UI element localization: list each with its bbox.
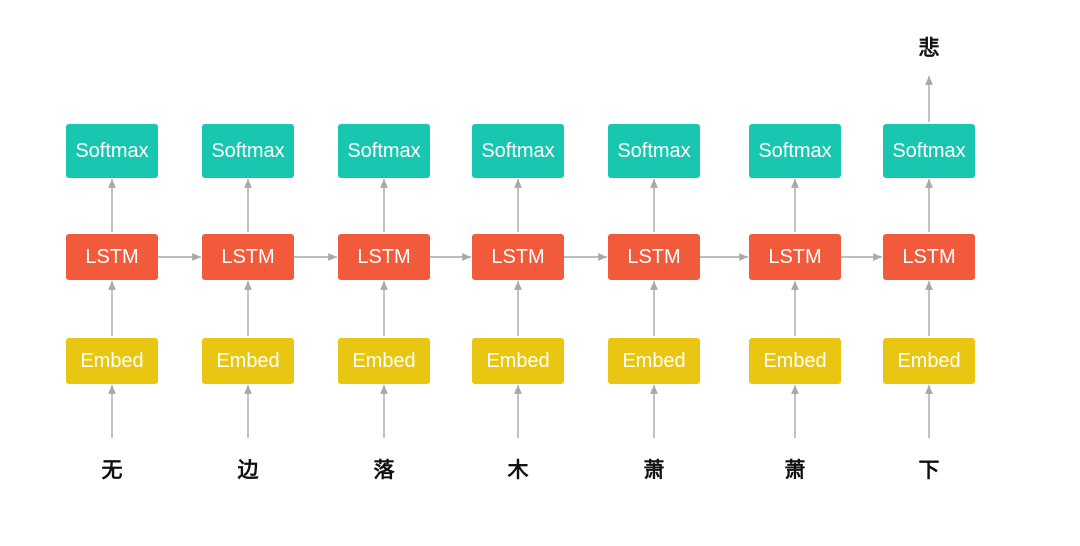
lstm-box	[202, 234, 294, 280]
time-steps: SoftmaxLSTMEmbed无SoftmaxLSTMEmbed边Softma…	[66, 124, 975, 482]
embed-label: Embed	[622, 350, 685, 372]
input-char: 下	[919, 458, 940, 482]
softmax-box	[202, 124, 294, 178]
lstm-label: LSTM	[768, 246, 821, 268]
embed-box	[608, 338, 700, 384]
lstm-label: LSTM	[357, 246, 410, 268]
embed-box	[883, 338, 975, 384]
input-char: 边	[238, 458, 260, 482]
lstm-box	[883, 234, 975, 280]
embed-label: Embed	[486, 350, 549, 372]
embed-box	[202, 338, 294, 384]
softmax-box	[749, 124, 841, 178]
lstm-label: LSTM	[627, 246, 680, 268]
lstm-label: LSTM	[491, 246, 544, 268]
embed-label: Embed	[216, 350, 279, 372]
softmax-label: Softmax	[758, 140, 831, 162]
lstm-box	[749, 234, 841, 280]
embed-label: Embed	[897, 350, 960, 372]
softmax-box	[608, 124, 700, 178]
embed-label: Embed	[763, 350, 826, 372]
softmax-label: Softmax	[347, 140, 420, 162]
embed-label: Embed	[80, 350, 143, 372]
lstm-box	[608, 234, 700, 280]
softmax-box	[66, 124, 158, 178]
lstm-box	[472, 234, 564, 280]
input-char: 落	[374, 458, 396, 482]
input-char: 萧	[644, 458, 665, 482]
embed-box	[749, 338, 841, 384]
softmax-label: Softmax	[75, 140, 148, 162]
softmax-box	[472, 124, 564, 178]
lstm-box	[338, 234, 430, 280]
output-char: 悲	[919, 36, 940, 60]
softmax-label: Softmax	[481, 140, 554, 162]
embed-box	[66, 338, 158, 384]
softmax-label: Softmax	[892, 140, 965, 162]
lstm-label: LSTM	[85, 246, 138, 268]
input-char: 木	[507, 458, 530, 482]
embed-box	[338, 338, 430, 384]
lstm-label: LSTM	[902, 246, 955, 268]
softmax-box	[883, 124, 975, 178]
embed-label: Embed	[352, 350, 415, 372]
softmax-label: Softmax	[617, 140, 690, 162]
input-char: 无	[102, 458, 123, 482]
embed-box	[472, 338, 564, 384]
input-char: 萧	[785, 458, 806, 482]
connectors	[108, 76, 933, 438]
softmax-label: Softmax	[211, 140, 284, 162]
lstm-box	[66, 234, 158, 280]
softmax-box	[338, 124, 430, 178]
lstm-label: LSTM	[221, 246, 274, 268]
